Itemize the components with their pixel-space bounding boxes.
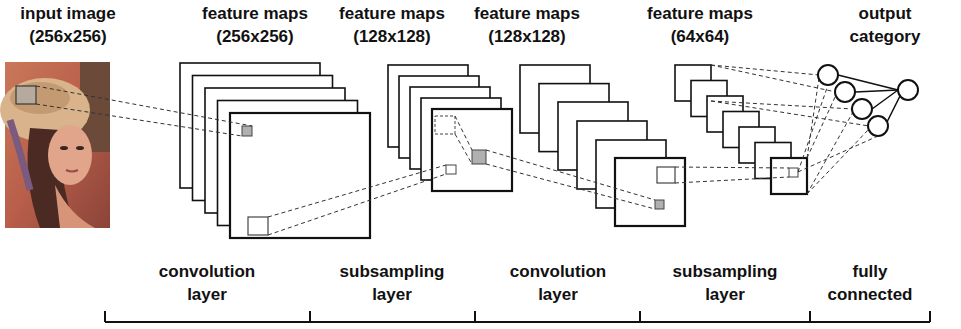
bracket-tick <box>104 311 106 322</box>
unit-square <box>472 150 486 164</box>
layer-name: fully connected <box>820 260 920 306</box>
stage-header: output category <box>842 2 928 48</box>
projection-line <box>675 177 789 183</box>
bracket-tick <box>639 311 641 322</box>
bracket-tick <box>309 311 311 322</box>
layer-name: subsampling layer <box>330 260 454 306</box>
projection-line <box>675 167 789 168</box>
neuron-layer <box>818 65 918 136</box>
projection-line <box>36 86 252 126</box>
projection-line <box>486 164 655 209</box>
output-neuron <box>898 80 918 100</box>
face <box>48 125 92 185</box>
projection-line <box>455 134 472 164</box>
layer-name: convolution layer <box>149 260 265 306</box>
dense-line <box>798 85 828 172</box>
feature-stack <box>520 65 685 226</box>
feature-stack <box>388 65 512 191</box>
stage-header: input image (256x256) <box>3 2 133 48</box>
eye <box>60 146 68 150</box>
layer-bracket <box>105 311 930 322</box>
projection-line <box>455 116 472 150</box>
layer-name: convolution layer <box>500 260 616 306</box>
dashed-window <box>435 116 455 134</box>
projection-line <box>36 104 242 136</box>
dense-line <box>798 136 878 172</box>
stage-header: feature maps (256x256) <box>190 2 320 48</box>
feature-map <box>615 158 685 226</box>
input-photo <box>0 62 110 228</box>
feather <box>10 120 30 190</box>
projection-line <box>486 150 655 200</box>
unit-square <box>789 168 798 177</box>
neuron-link <box>855 90 898 92</box>
eye <box>76 146 84 150</box>
mouth <box>66 170 78 172</box>
feature-map <box>432 109 512 191</box>
photo-ground <box>5 62 110 228</box>
stage-header: feature maps (128x128) <box>328 2 456 48</box>
unit-square <box>657 167 675 183</box>
shoulder <box>55 185 95 228</box>
projection-lines <box>36 65 878 235</box>
unit-square <box>446 165 456 174</box>
receptive-field <box>16 86 36 104</box>
unit-square <box>248 217 268 235</box>
dense-line <box>711 65 819 75</box>
hat-crown <box>10 82 70 114</box>
projection-line <box>268 165 446 217</box>
bracket-tick <box>929 311 931 322</box>
stage-header: feature maps (128x128) <box>463 2 591 48</box>
feature-map <box>771 158 807 194</box>
layer-name: subsampling layer <box>663 260 787 306</box>
neuron <box>835 82 855 102</box>
feature-stack <box>675 65 807 194</box>
bracket-tick <box>809 311 811 322</box>
neuron <box>868 116 888 136</box>
unit-square <box>242 126 252 136</box>
dense-line <box>807 78 819 158</box>
feature-map <box>230 113 370 238</box>
bracket-tick <box>474 311 476 322</box>
dense-line <box>807 129 869 194</box>
neuron <box>852 99 872 119</box>
stage-header: feature maps (64x64) <box>636 2 764 48</box>
dense-line <box>711 101 869 126</box>
projection-line <box>268 174 446 235</box>
unit-square <box>655 200 664 209</box>
feature-stack <box>180 63 370 238</box>
bracket-line <box>105 321 930 323</box>
neuron <box>818 65 838 85</box>
neuron-link <box>887 96 900 122</box>
